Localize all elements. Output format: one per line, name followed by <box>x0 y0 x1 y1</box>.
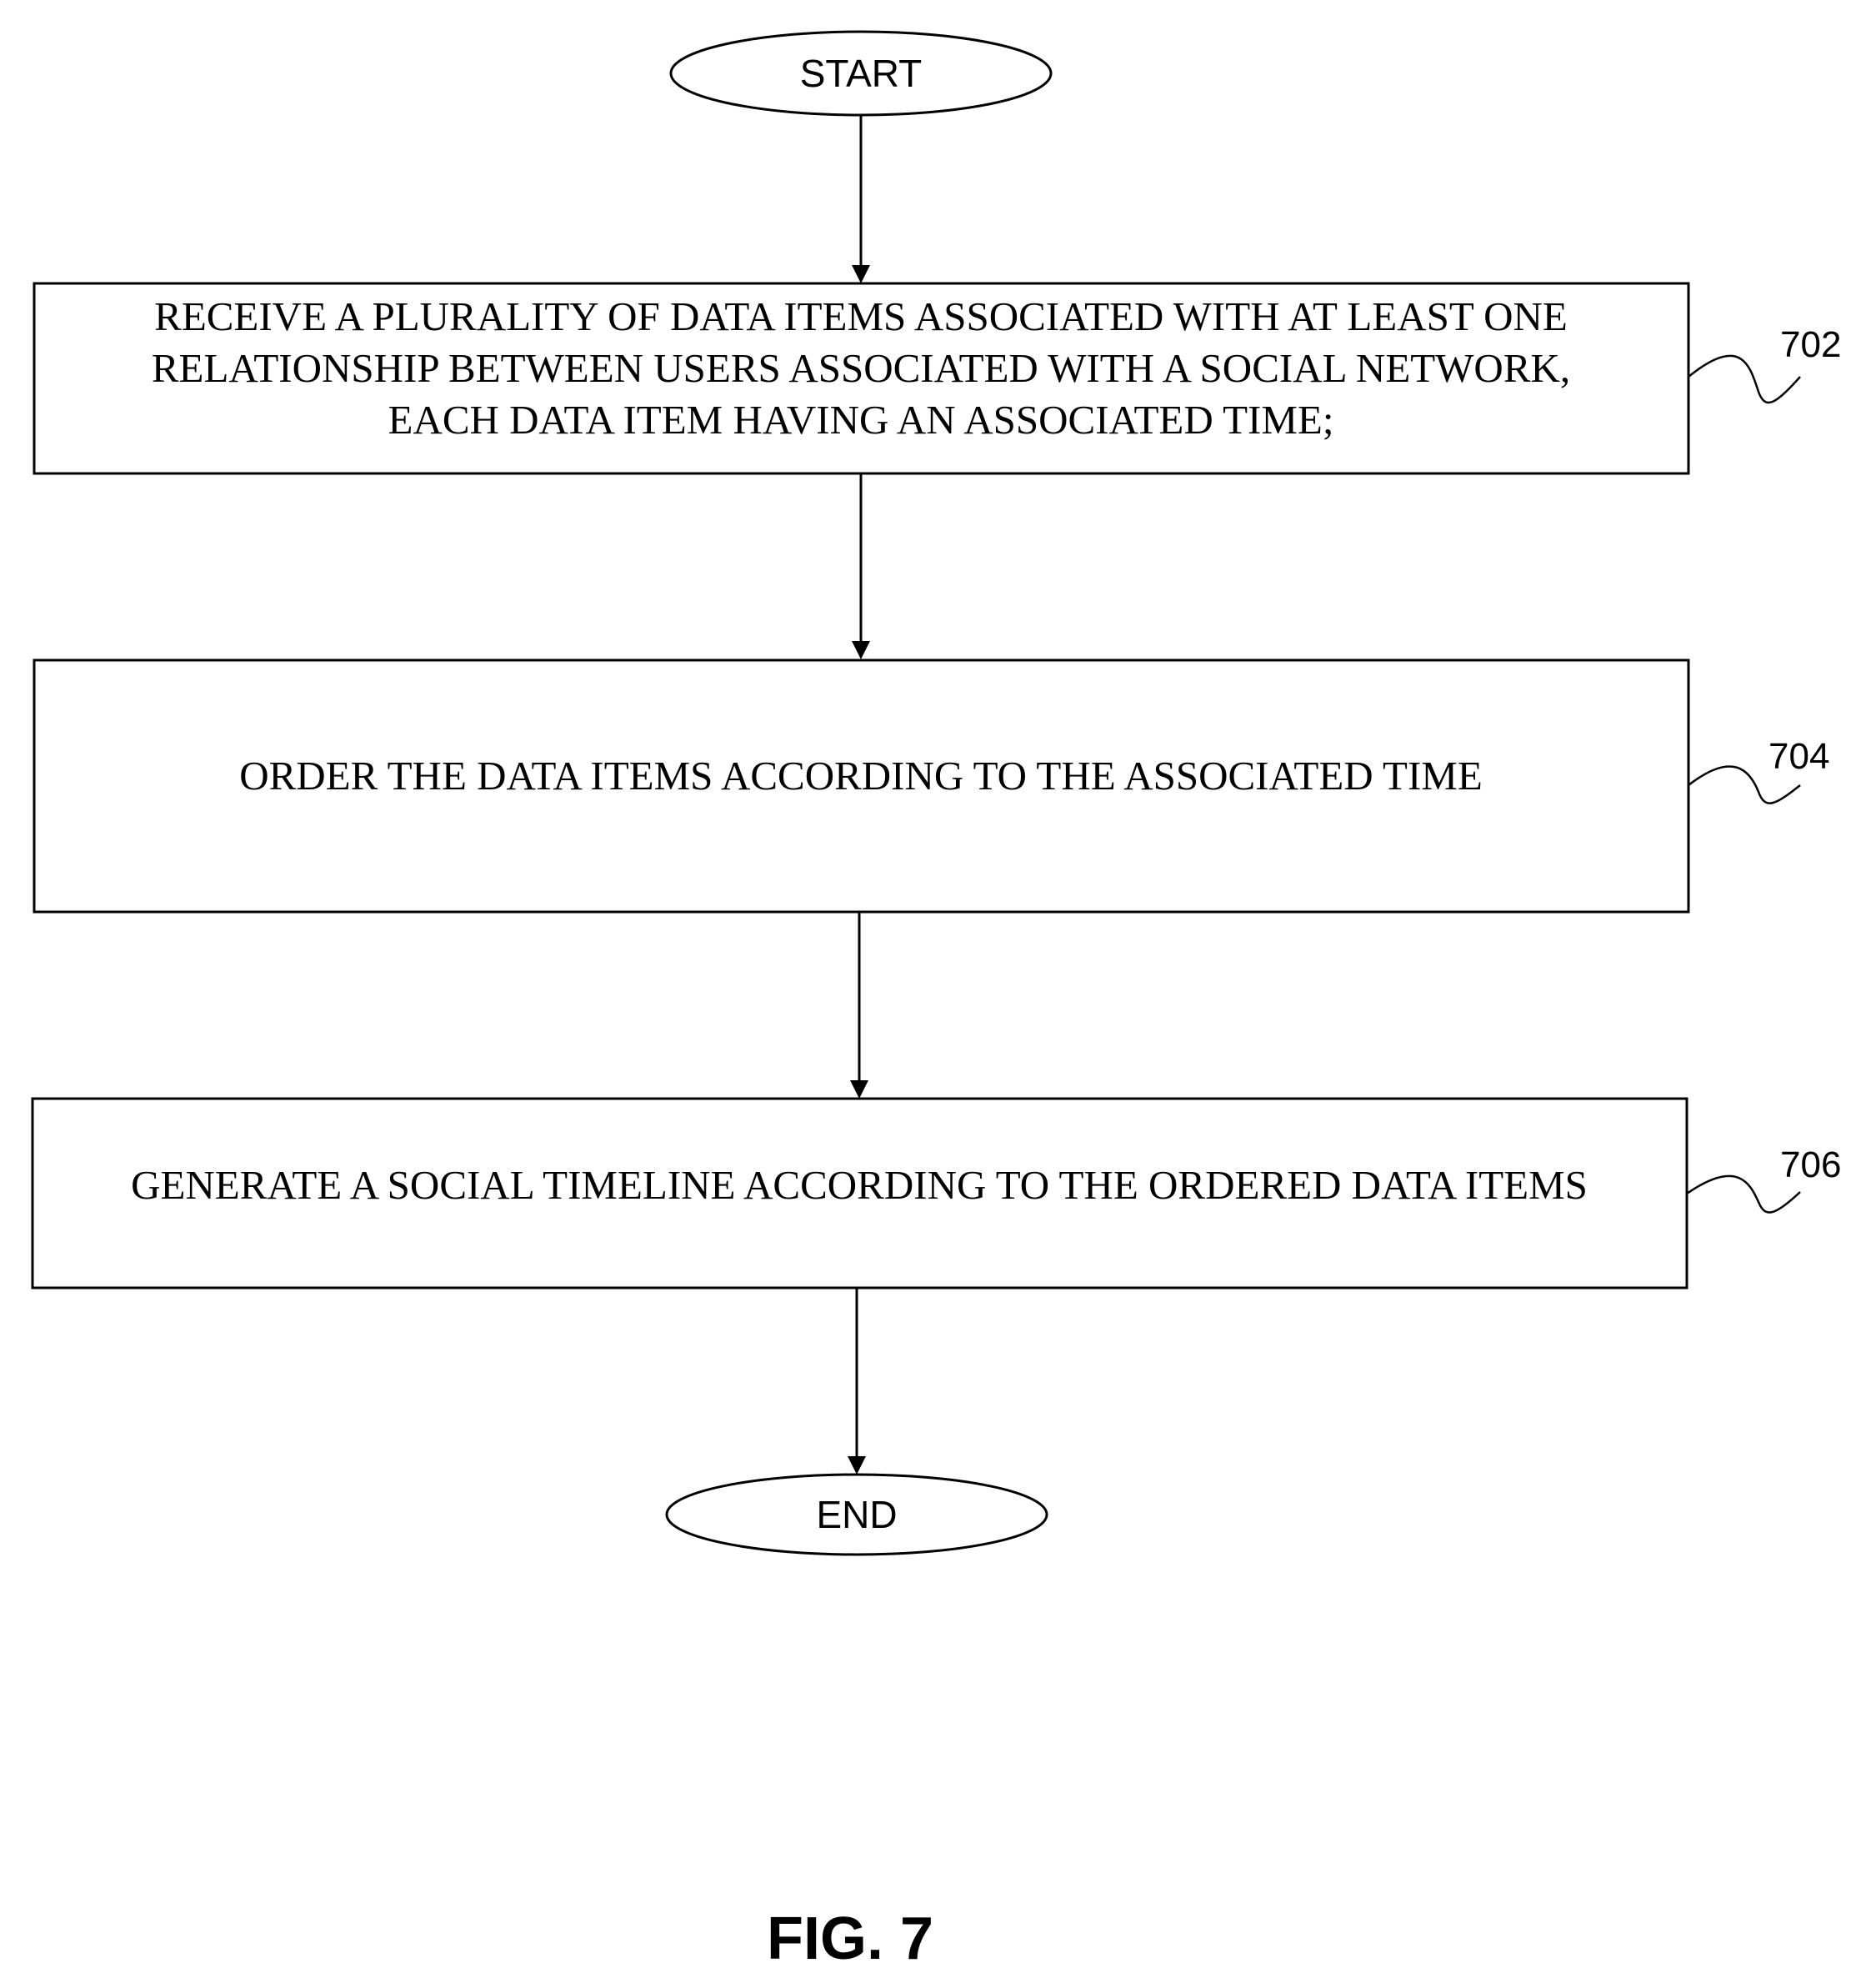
start-label: START <box>800 52 923 95</box>
reference-numeral-704: 704 <box>1768 736 1829 777</box>
step-702-line-2: RELATIONSHIP BETWEEN USERS ASSOCIATED WI… <box>152 345 1570 391</box>
step-702-line-3: EACH DATA ITEM HAVING AN ASSOCIATED TIME… <box>388 397 1334 443</box>
reference-numeral-706: 706 <box>1780 1144 1841 1185</box>
end-terminator: END <box>667 1475 1047 1555</box>
reference-numeral-702: 702 <box>1780 324 1841 365</box>
arrowhead-706 <box>850 1080 868 1099</box>
step-704-line-1: ORDER THE DATA ITEMS ACCORDING TO THE AS… <box>239 753 1483 799</box>
process-box-706: GENERATE A SOCIAL TIMELINE ACCORDING TO … <box>33 1099 1687 1288</box>
arrowhead-704 <box>852 641 870 659</box>
arrowhead-end <box>848 1456 866 1475</box>
step-706-line-1: GENERATE A SOCIAL TIMELINE ACCORDING TO … <box>131 1162 1588 1208</box>
process-box-702: RECEIVE A PLURALITY OF DATA ITEMS ASSOCI… <box>34 283 1688 473</box>
step-702-line-1: RECEIVE A PLURALITY OF DATA ITEMS ASSOCI… <box>154 293 1568 339</box>
end-label: END <box>816 1493 897 1536</box>
figure-label: FIG. 7 <box>767 1905 933 1972</box>
start-terminator: START <box>671 32 1051 115</box>
process-box-704: ORDER THE DATA ITEMS ACCORDING TO THE AS… <box>34 660 1688 912</box>
arrowhead-702 <box>852 265 870 283</box>
